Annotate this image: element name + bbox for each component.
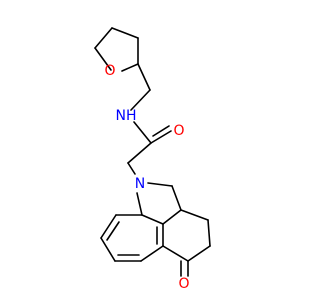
bond [137,63,151,91]
bond [162,245,189,262]
atom-label-o-ring: O [104,63,115,79]
atom-label-n-indoline: N [135,176,145,192]
bond [150,130,172,144]
bond [121,63,139,72]
atom-label-nh: NH [116,108,137,124]
bond [141,214,164,225]
structure-svg: O NH O N O [94,27,211,292]
bond [147,182,173,187]
bond [207,219,211,247]
bond [187,245,211,262]
atom-label-o-amide: O [173,123,184,139]
five-membered-ring [136,182,182,225]
bond [106,221,120,241]
cyclohexanone-ring [162,209,211,277]
bond [171,185,182,211]
bond [127,142,152,164]
thf-ring [94,27,139,72]
molecule-diagram: O NH O N O [94,27,211,292]
bond [127,162,136,175]
bond [111,27,139,39]
bond [140,245,164,262]
bond [133,121,152,144]
atom-label-o-ketone: O [178,276,189,292]
benzene-ring [100,214,164,262]
bond [100,214,117,239]
bond [100,237,116,262]
bond [130,89,151,111]
bond [94,27,113,49]
bond [152,125,170,137]
bond [94,47,112,71]
bond [180,209,209,221]
bond [162,209,182,225]
bond [136,192,143,216]
